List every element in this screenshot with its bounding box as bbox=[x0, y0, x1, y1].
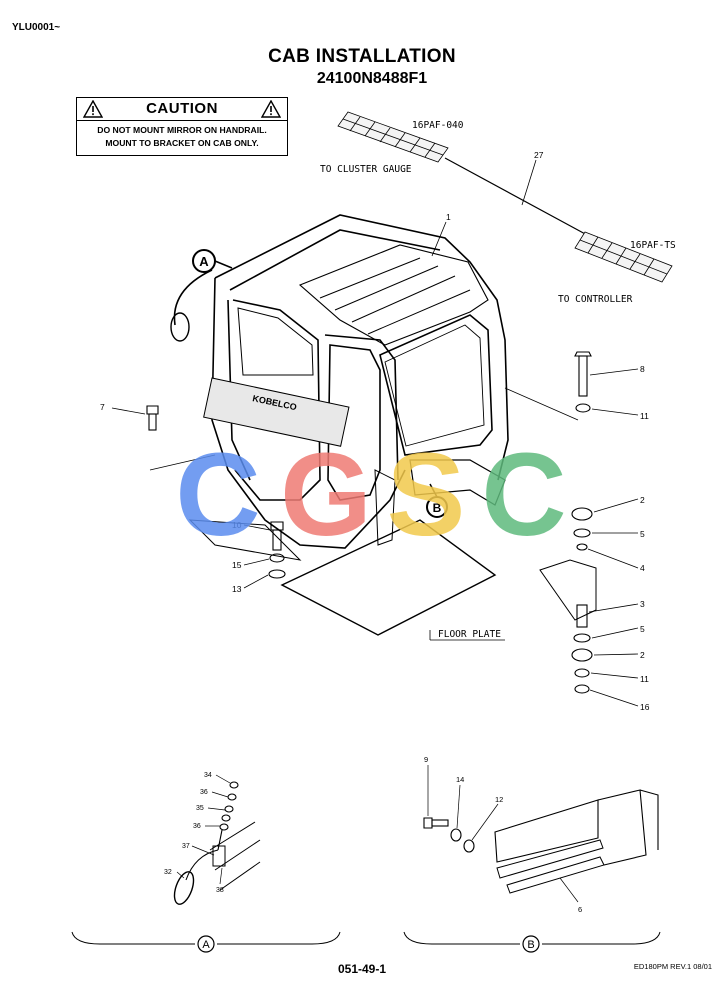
part-label: 11 bbox=[640, 674, 649, 684]
connector-16paf-040 bbox=[337, 111, 449, 163]
part-label: 27 bbox=[534, 150, 544, 160]
part-label: 34 bbox=[204, 772, 212, 779]
part-label: 37 bbox=[182, 843, 190, 850]
part-label: 4 bbox=[640, 563, 645, 573]
part-label: 12 bbox=[495, 795, 503, 804]
part-label: 32 bbox=[164, 869, 172, 876]
part-label: 36 bbox=[193, 823, 201, 830]
leader-lines bbox=[111, 159, 639, 707]
detail-a-circle bbox=[197, 935, 215, 953]
bolt-7 bbox=[146, 405, 159, 431]
part-label: 9 bbox=[424, 755, 428, 764]
detail-b-illustration bbox=[423, 789, 659, 894]
part-label: 35 bbox=[196, 805, 204, 812]
part-label: 2 bbox=[640, 495, 645, 505]
page-number: 051-49-1 bbox=[337, 962, 387, 976]
watermark-letter: C bbox=[481, 429, 566, 561]
part-label: 10 bbox=[232, 520, 242, 530]
mount-stack bbox=[504, 351, 597, 694]
to-controller-label: TO CONTROLLER bbox=[558, 294, 633, 305]
cab-body bbox=[170, 214, 509, 549]
part-label: 1 bbox=[446, 212, 451, 222]
part-label: 13 bbox=[232, 584, 242, 594]
part-label: 3 bbox=[640, 599, 645, 609]
warning-icon bbox=[261, 100, 281, 118]
bolt-10 bbox=[268, 521, 286, 579]
detail-a-label: A bbox=[202, 939, 210, 951]
connector-16paf-ts bbox=[574, 231, 673, 283]
detail-b-bracket bbox=[403, 931, 661, 945]
part-label: 36 bbox=[200, 789, 208, 796]
caution-header: CAUTION bbox=[77, 98, 287, 121]
caution-line-2: MOUNT TO BRACKET ON CAB ONLY. bbox=[105, 138, 259, 148]
connector-top-label: 16PAF-040 bbox=[412, 120, 464, 131]
floor-plate-label: FLOOR PLATE bbox=[438, 629, 501, 640]
caution-line-1: DO NOT MOUNT MIRROR ON HANDRAIL. bbox=[97, 125, 267, 135]
caution-word: CAUTION bbox=[146, 100, 218, 117]
floor-plate bbox=[149, 454, 497, 636]
connector-bottom-label: 16PAF-TS bbox=[630, 240, 676, 251]
watermark-letter: G bbox=[280, 429, 372, 561]
part-label: 5 bbox=[640, 624, 645, 634]
part-label: 15 bbox=[232, 560, 242, 570]
serial-range: YLU0001~ bbox=[12, 22, 61, 33]
caution-box: CAUTION DO NOT MOUNT MIRROR ON HANDRAIL.… bbox=[76, 97, 288, 156]
detail-a-leaders bbox=[176, 774, 231, 885]
callout-a: A bbox=[199, 254, 209, 269]
callout-b: B bbox=[433, 501, 442, 515]
harness-cable bbox=[444, 157, 601, 243]
detail-b-leaders bbox=[427, 765, 579, 903]
watermark-letter: C bbox=[175, 429, 260, 561]
part-label: 7 bbox=[100, 402, 105, 412]
part-label: 2 bbox=[640, 650, 645, 660]
to-cluster-label: TO CLUSTER GAUGE bbox=[320, 164, 412, 175]
revision-note: ED180PM REV.1 08/01 bbox=[633, 962, 712, 971]
part-label: 8 bbox=[640, 364, 645, 374]
part-label: 16 bbox=[640, 702, 650, 712]
part-label: 6 bbox=[578, 905, 582, 914]
part-label: 11 bbox=[640, 411, 649, 421]
detail-a-bracket bbox=[71, 931, 341, 945]
detail-a-illustration bbox=[173, 781, 261, 905]
watermark: C G S C bbox=[175, 429, 566, 561]
part-label: 38 bbox=[216, 887, 224, 894]
part-number: 24100N8488F1 bbox=[316, 70, 428, 87]
watermark-letter: S bbox=[387, 429, 466, 561]
part-label: 5 bbox=[640, 529, 645, 539]
detail-b-circle bbox=[522, 935, 540, 953]
detail-b-label: B bbox=[527, 939, 534, 951]
part-label: 14 bbox=[456, 775, 464, 784]
page-title: CAB INSTALLATION bbox=[268, 46, 456, 67]
warning-icon bbox=[83, 100, 103, 118]
